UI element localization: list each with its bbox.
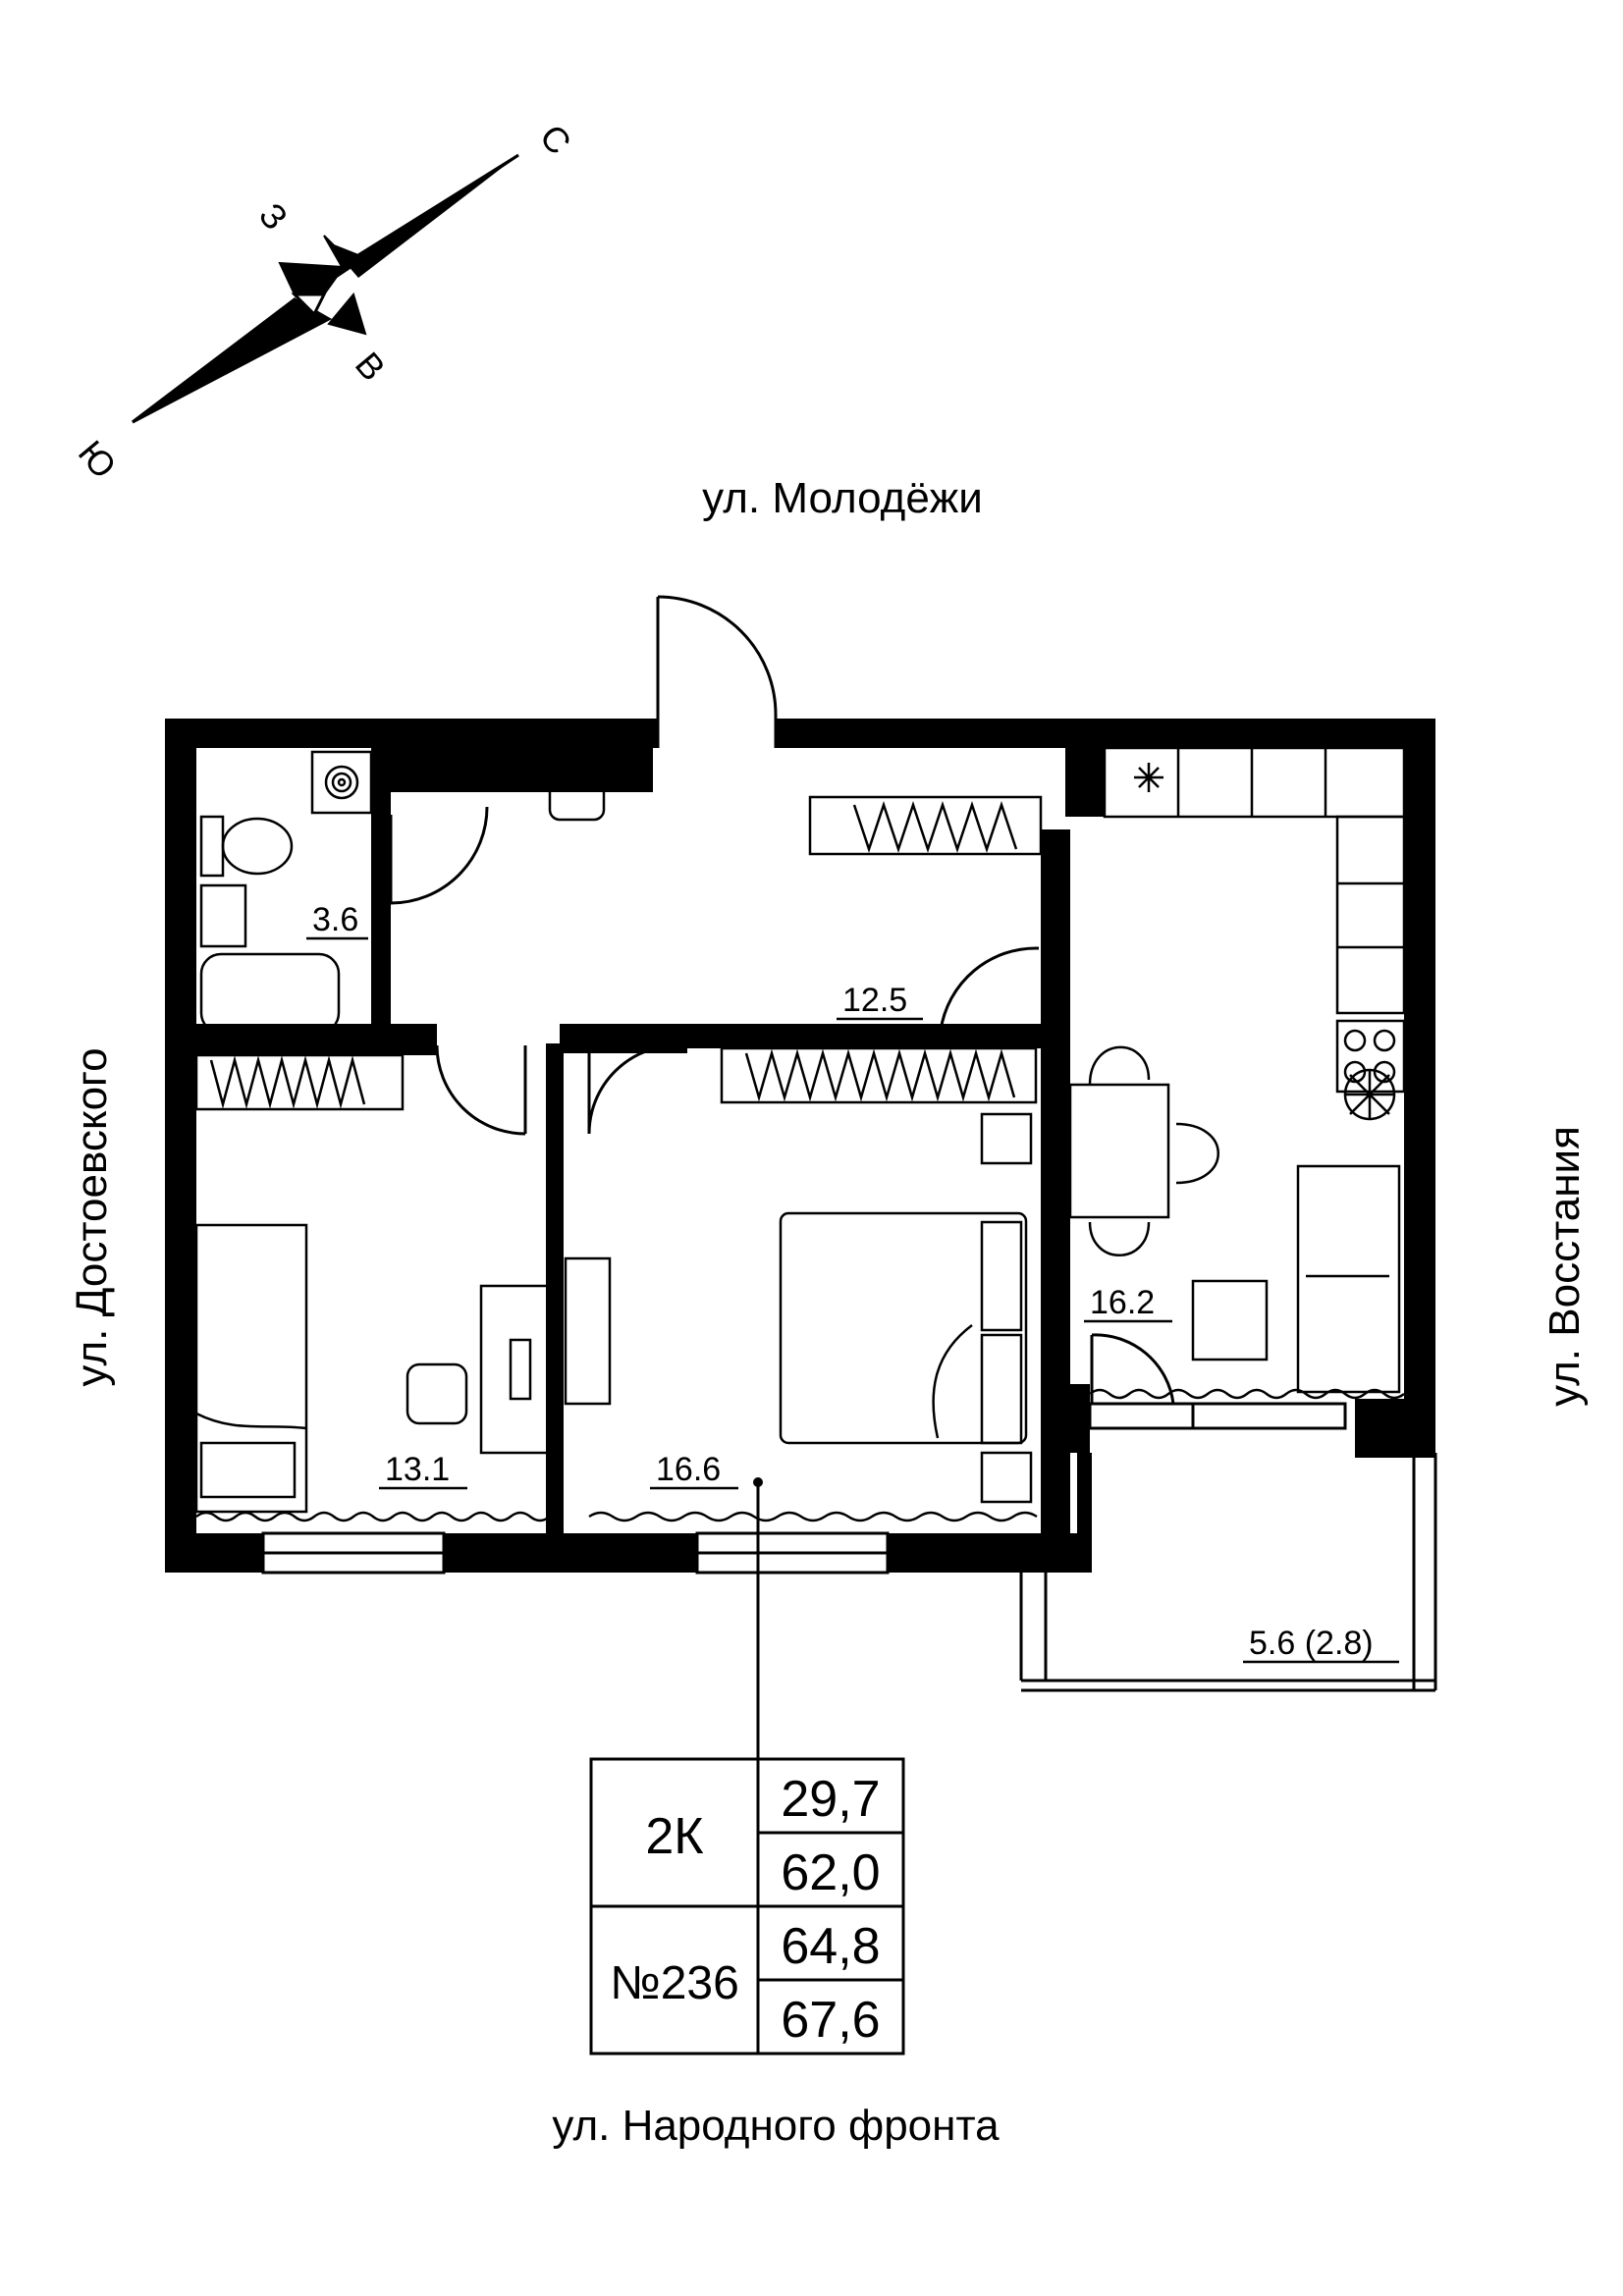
compass-rose: С З В Ю <box>71 117 579 486</box>
kitchen-counter-side-icon <box>1335 815 1406 1015</box>
nightstand-top-icon <box>980 1112 1033 1165</box>
area-kitchen: 16.2 <box>1090 1284 1155 1321</box>
room-mid-bed-icon <box>779 1211 1028 1445</box>
boiler-icon <box>310 750 373 815</box>
balcony <box>1019 1453 1437 1692</box>
chair-icon <box>1088 1045 1151 1086</box>
compass-east-label: В <box>348 345 394 389</box>
toilet-icon <box>199 815 225 878</box>
compass-south-label: Ю <box>71 433 125 486</box>
area-living: 29,7 <box>781 1771 880 1828</box>
hall-wardrobe-icon <box>808 795 1043 856</box>
apartment-number: №236 <box>610 1957 739 2009</box>
compass-north-label: С <box>532 117 579 162</box>
kitchen-box-icon <box>1191 1279 1269 1362</box>
office-chair-icon <box>406 1362 468 1425</box>
apartment-type: 2К <box>645 1808 703 1865</box>
sofa-icon <box>1296 1164 1401 1394</box>
area-total: 62,0 <box>781 1844 880 1901</box>
street-right-label: ул. Восстания <box>1541 1126 1589 1407</box>
compass-west-label: З <box>251 195 296 238</box>
area-hall: 12.5 <box>842 982 907 1019</box>
area-room-mid: 16.6 <box>656 1451 721 1488</box>
furniture <box>194 746 1406 1522</box>
street-left-label: ул. Достоевского <box>68 1047 116 1386</box>
hall-cabinet-icon <box>548 764 606 822</box>
bathtub-icon <box>199 952 341 1035</box>
windows <box>261 1402 1347 1575</box>
street-bottom-label: ул. Народного фронта <box>552 2102 1000 2150</box>
area-balcony: 5.6 (2.8) <box>1249 1625 1374 1662</box>
compass-star <box>323 235 366 272</box>
entrance-door <box>656 595 778 748</box>
room-left-wardrobe-icon <box>194 1053 405 1111</box>
sink-icon <box>199 883 247 948</box>
curtain-left <box>195 1511 551 1522</box>
curtain-mid <box>588 1511 1038 1522</box>
room-mid-tv-icon <box>564 1256 612 1406</box>
extractor-icon <box>1134 763 1163 792</box>
walls <box>165 719 1435 1573</box>
area-total-balcony-reduced: 64,8 <box>781 1918 880 1975</box>
area-room-left: 13.1 <box>385 1451 450 1488</box>
area-total-balcony-full: 67,6 <box>781 1992 880 2049</box>
street-top-label: ул. Молодёжи <box>702 474 983 522</box>
room-mid-wardrobe-icon <box>720 1046 1038 1104</box>
kitchen-table-icon <box>1068 1083 1170 1219</box>
compass-north-ray-fill <box>346 155 518 278</box>
apartment-info-table: 2К №236 29,7 62,0 64,8 67,6 <box>589 1757 905 2056</box>
nightstand-bottom-icon <box>980 1451 1033 1504</box>
kitchen-counter-top-icon <box>1103 746 1406 819</box>
interior-doors <box>389 806 1175 1405</box>
plant-icon <box>1343 1068 1396 1121</box>
curtain-kitchen <box>1089 1388 1405 1400</box>
area-bathroom: 3.6 <box>312 901 358 938</box>
room-left-desk-icon <box>479 1284 558 1455</box>
room-left-bed-icon <box>194 1223 308 1514</box>
